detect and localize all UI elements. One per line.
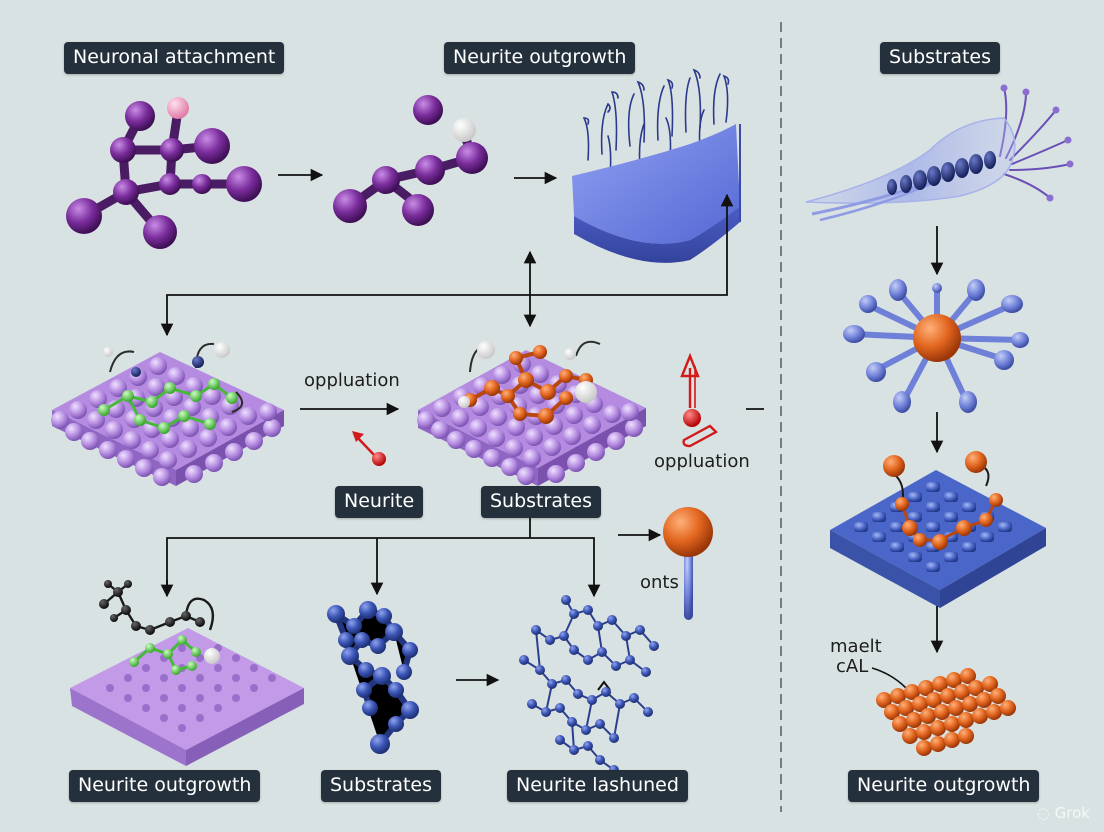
blue-slab-with-filaments: [572, 68, 741, 263]
orange-core-radiating-lollipops: [843, 279, 1029, 413]
watermark-icon: ◌: [1036, 804, 1055, 822]
label-substrates-mid: Substrates: [481, 486, 602, 518]
translucent-neuron-cell: [805, 84, 1074, 222]
arrow-up-icon: [680, 352, 718, 448]
orange-sphere-on-stick: [663, 507, 713, 620]
annotation-maelt: maelt: [830, 636, 882, 657]
lilac-bead-substrate-green: [51, 342, 284, 486]
connector-arrows-bottom: [160, 510, 662, 598]
perforated-lilac-block: [70, 580, 304, 766]
label-neurite-outgrowth-bottom-right: Neurite outgrowth: [848, 770, 1040, 802]
lilac-bead-substrate-orange: [417, 340, 646, 486]
label-substrates-top-right: Substrates: [880, 42, 1001, 74]
annotation-oppluation-left: oppluation: [304, 370, 400, 391]
annotation-onts: onts: [640, 572, 679, 593]
annotation-oppluation-right: oppluation: [654, 451, 750, 472]
label-neuronal-attachment: Neuronal attachment: [64, 42, 285, 74]
molecule-blue-chain: [327, 601, 419, 754]
watermark: ◌ Grok: [1037, 804, 1090, 822]
label-neurite-outgrowth-bottom-left: Neurite outgrowth: [69, 770, 261, 802]
molecule-purple-chain: [333, 95, 488, 226]
label-neurite-outgrowth-top: Neurite outgrowth: [444, 42, 636, 74]
molecule-purple-branched: [66, 97, 262, 249]
connector-arrows-top: [160, 193, 734, 337]
orange-bead-bundle: [871, 667, 1016, 756]
label-substrates-bottom: Substrates: [321, 770, 442, 802]
red-bead-arrow: [352, 431, 386, 466]
annotation-cal: cAL: [836, 656, 869, 677]
label-neurite-mid: Neurite: [335, 486, 424, 518]
blue-tile-substrate-orange: [830, 451, 1046, 608]
watermark-text: Grok: [1054, 804, 1090, 822]
molecule-blue-network: [519, 595, 659, 775]
label-neurite-lashuned: Neurite lashuned: [507, 770, 688, 802]
